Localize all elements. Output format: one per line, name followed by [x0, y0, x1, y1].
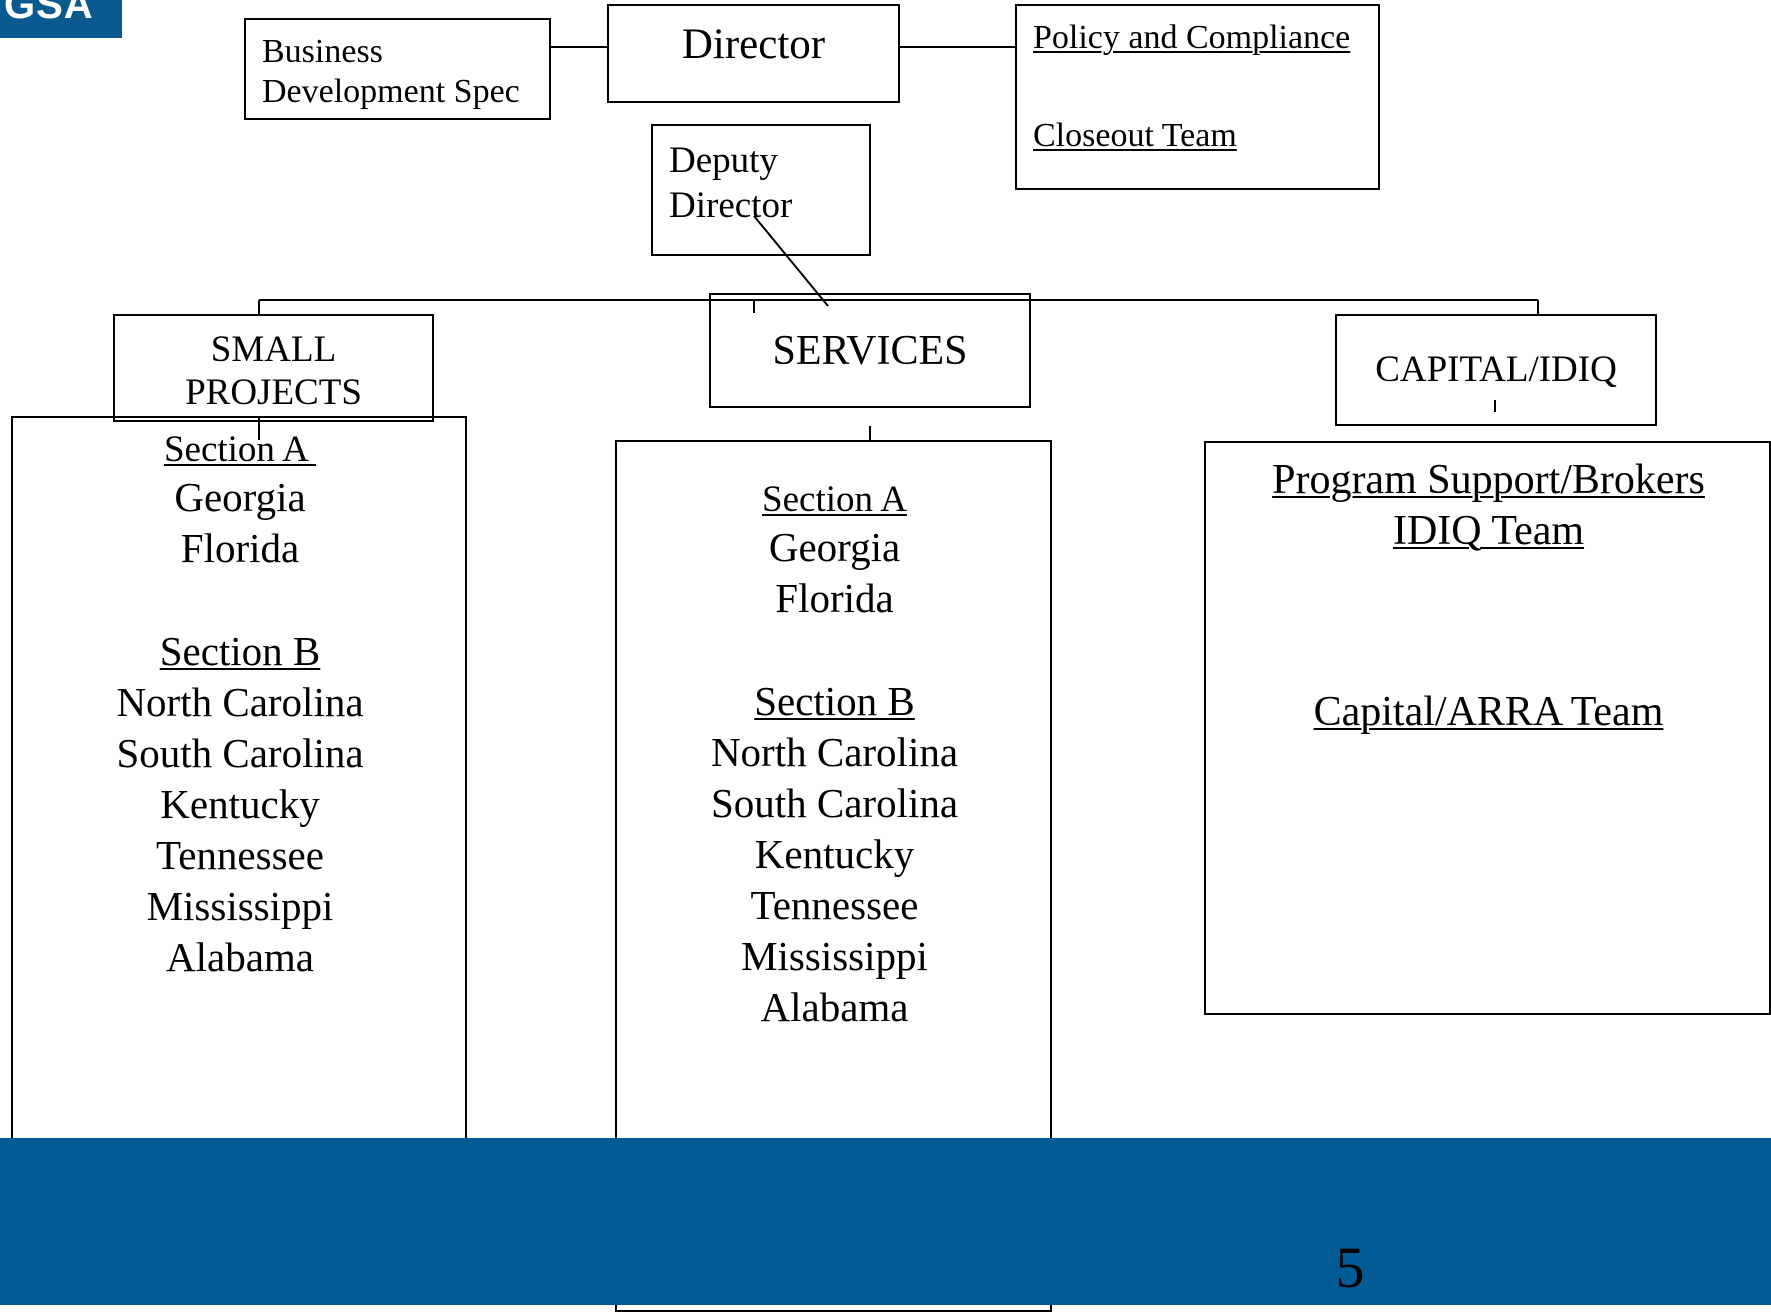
logo-text: GSA: [4, 0, 94, 27]
services-box: SERVICES: [709, 293, 1031, 408]
small-projects-section-b-state: North Carolina: [116, 679, 364, 725]
small-projects-section-a-state: Georgia: [174, 474, 306, 520]
small-projects-section-a-title: Section A: [163, 429, 317, 470]
small-projects-label: SMALL PROJECTS: [185, 329, 362, 413]
small-projects-section-a-state: Florida: [180, 525, 300, 571]
small-projects-box: SMALL PROJECTS: [113, 314, 434, 422]
services-sections: Section A Georgia Florida Section B Nort…: [617, 478, 1052, 1033]
idiq-team-label: IDIQ Team: [1392, 508, 1585, 554]
gsa-logo: GSA: [0, 0, 122, 38]
connector-deputy-services: [753, 215, 829, 307]
footer-band: [0, 1138, 1771, 1305]
program-support-brokers-label: Program Support/Brokers: [1272, 457, 1705, 503]
small-projects-section-b-state: Alabama: [166, 934, 314, 980]
policy-compliance-box: Policy and Compliance Closeout Team: [1015, 4, 1380, 190]
capital-idiq-teams: Program Support/Brokers IDIQ Team Capita…: [1206, 455, 1771, 738]
services-section-b-state: Kentucky: [754, 831, 915, 877]
small-projects-section-b-state: Mississippi: [146, 883, 334, 929]
capital-idiq-list-box: Program Support/Brokers IDIQ Team Capita…: [1204, 441, 1771, 1015]
small-projects-sections: Section A Georgia Florida Section B Nort…: [13, 418, 467, 983]
services-section-a-title: Section A: [762, 479, 907, 520]
services-section-a-state: Georgia: [768, 524, 901, 570]
services-list-box: Section A Georgia Florida Section B Nort…: [615, 440, 1052, 1312]
services-section-b-state: Mississippi: [741, 933, 928, 979]
services-section-b-state: Alabama: [760, 984, 909, 1030]
capital-idiq-box: CAPITAL/IDIQ: [1335, 314, 1657, 426]
director-label: Director: [681, 21, 826, 68]
closeout-team-label: Closeout Team: [1033, 117, 1237, 154]
small-projects-section-b-state: Tennessee: [156, 832, 324, 878]
deputy-director-box: Deputy Director: [651, 124, 871, 256]
small-projects-section-b-state: Kentucky: [160, 781, 320, 827]
business-development-box: Business Development Spec: [244, 18, 551, 120]
services-label: SERVICES: [772, 328, 968, 374]
capital-idiq-label: CAPITAL/IDIQ: [1375, 349, 1617, 390]
page-number: 5: [1335, 1235, 1365, 1300]
business-development-label: Business Development Spec: [262, 33, 520, 110]
policy-compliance-title: Policy and Compliance: [1033, 19, 1351, 56]
small-projects-list-box: Section A Georgia Florida Section B Nort…: [11, 416, 467, 1274]
deputy-director-label: Deputy Director: [669, 140, 793, 226]
services-section-b-state: South Carolina: [710, 780, 959, 826]
small-projects-section-b-state: South Carolina: [116, 730, 364, 776]
services-section-a-state: Florida: [775, 575, 894, 621]
services-section-b-state: North Carolina: [710, 729, 959, 775]
director-box: Director: [607, 4, 900, 103]
small-projects-section-b-title: Section B: [159, 628, 321, 674]
services-section-b-state: Tennessee: [750, 882, 919, 928]
services-section-b-title: Section B: [754, 678, 915, 724]
capital-arra-team-label: Capital/ARRA Team: [1313, 689, 1664, 735]
